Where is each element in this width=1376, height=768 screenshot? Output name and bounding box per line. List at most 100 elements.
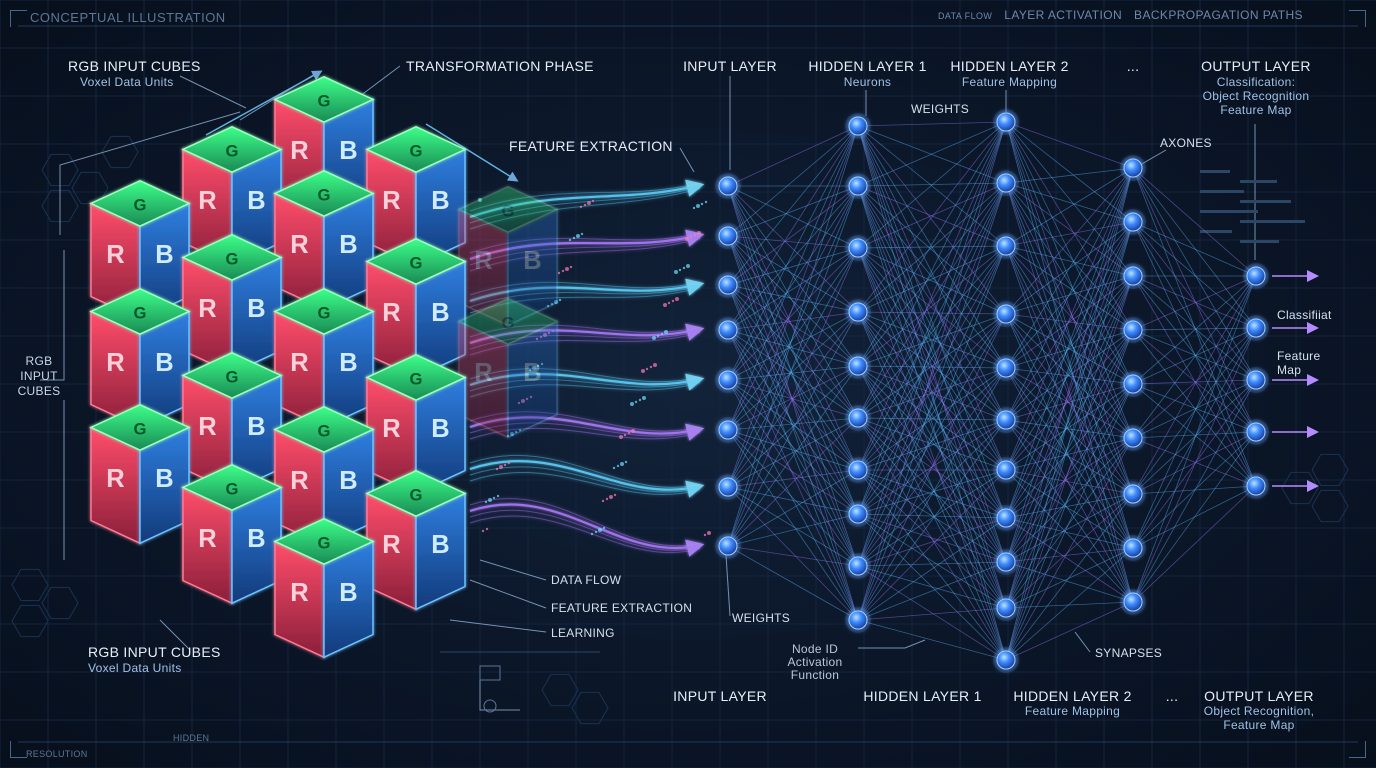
neuron-node <box>718 176 738 196</box>
synapse-link <box>727 185 859 381</box>
synapse-link <box>727 235 859 471</box>
synapse-link <box>1005 313 1134 385</box>
synapse-link <box>727 125 859 431</box>
neuron-node <box>996 650 1016 670</box>
flow-particle <box>576 234 580 238</box>
synapse-link <box>857 185 1007 661</box>
flow-particle <box>605 497 609 501</box>
flow-particle <box>692 206 696 210</box>
synapse-link <box>1132 379 1257 549</box>
synapse-link <box>857 182 1007 249</box>
synapse-link <box>1132 327 1257 549</box>
synapse-link <box>727 185 859 286</box>
cube-letter-b: B <box>155 465 173 493</box>
callout-line <box>858 639 926 649</box>
flow-particle <box>612 466 616 470</box>
synapse-link <box>727 185 859 547</box>
synapse-link <box>857 247 1007 315</box>
synapse-link <box>1005 517 1134 603</box>
cube-letter-g: G <box>226 479 239 498</box>
cube-letter-b: B <box>431 531 449 559</box>
synapse-link <box>727 311 859 488</box>
synapse-link <box>857 185 1007 421</box>
synapse-link <box>857 125 1007 661</box>
synapse-link <box>1005 167 1134 661</box>
hex-pattern <box>541 673 579 707</box>
synapse-link <box>1005 275 1134 563</box>
cube-green-face <box>365 238 467 285</box>
cube-letter-g: G <box>318 303 331 322</box>
synapse-link <box>1132 329 1257 381</box>
classification-output-label: Classifiiat <box>1277 308 1332 322</box>
neuron-node <box>996 304 1016 324</box>
data-bar <box>1200 210 1258 213</box>
flow-particle <box>675 297 679 301</box>
flow-particle <box>641 369 645 373</box>
data-bar <box>1200 230 1232 233</box>
synapse-link <box>857 313 1007 621</box>
flow-particle <box>601 499 605 503</box>
flow-particle <box>590 532 594 536</box>
hex-pattern <box>41 153 79 187</box>
flow-particle <box>594 530 598 534</box>
cube-letter-g: G <box>410 253 423 272</box>
neuron-node <box>1246 370 1266 390</box>
cube-green-face <box>365 126 467 173</box>
synapse-link <box>1005 121 1134 169</box>
cube-letter-g: G <box>226 249 239 268</box>
synapse-link <box>1132 329 1257 487</box>
synapse-link <box>857 125 1007 609</box>
synapse-link <box>857 125 1007 563</box>
synapse-link <box>857 517 1007 621</box>
synapse-link <box>857 245 1007 621</box>
flow-particle <box>507 461 511 465</box>
flow-particle <box>634 400 638 404</box>
callout-line <box>1139 149 1167 166</box>
flow-particle <box>630 402 634 406</box>
synapse-link <box>727 247 859 381</box>
output-layer-sub-label: Classification: Object Recognition Featu… <box>1202 75 1310 117</box>
frame-corner-bottom-right <box>1349 741 1366 758</box>
neuron-node <box>996 410 1016 430</box>
synapse-link <box>727 235 859 515</box>
flow-particle <box>645 367 649 371</box>
neuron-node <box>718 370 738 390</box>
flow-particle <box>664 330 668 334</box>
synapse-link <box>857 121 1007 471</box>
callout-line <box>179 75 247 109</box>
cube-letter-g: G <box>410 485 423 504</box>
callout-line <box>479 559 547 581</box>
synapse-link <box>857 619 1007 661</box>
synapse-link <box>857 125 1007 369</box>
synapse-link <box>1132 437 1257 487</box>
flow-particle <box>696 204 700 208</box>
synapse-link <box>1005 367 1134 495</box>
neuron-node <box>996 552 1016 572</box>
synapse-link <box>857 185 1007 247</box>
synapse-link <box>857 313 1007 515</box>
cube-letter-b: B <box>247 295 265 323</box>
callout-line <box>725 554 731 617</box>
neuron-node <box>848 356 868 376</box>
flow-particle <box>602 526 606 530</box>
synapse-link <box>727 235 859 621</box>
synapse-link <box>857 182 1007 187</box>
synapse-link <box>857 367 1007 419</box>
cube-green-face <box>181 234 283 281</box>
synapse-link <box>1005 182 1134 549</box>
cube-green-face <box>273 288 375 335</box>
hex-pattern <box>41 189 79 223</box>
synapse-link <box>727 329 859 567</box>
synapse-link <box>1132 221 1257 277</box>
cube-letter-r: R <box>198 413 216 441</box>
synapse-link <box>1005 221 1134 661</box>
synapse-link <box>1005 313 1134 495</box>
synapse-link <box>857 419 1007 471</box>
callout-line <box>40 250 65 381</box>
feature-extraction-label-top: FEATURE EXTRACTION <box>509 138 673 154</box>
neuron-node <box>848 302 868 322</box>
header-title: CONCEPTUAL ILLUSTRATION <box>30 10 226 25</box>
